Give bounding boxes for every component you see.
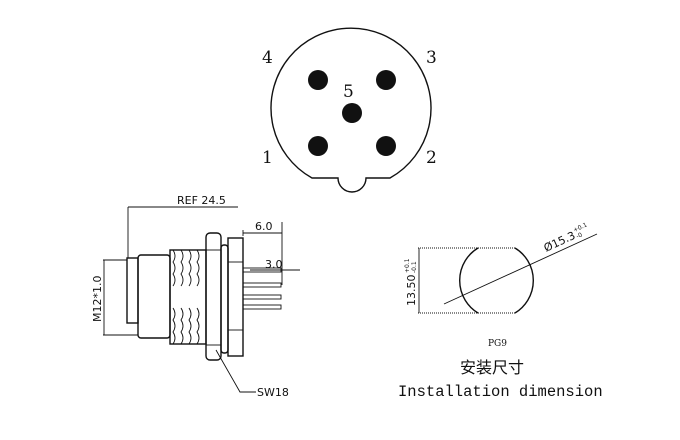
- pins: [242, 267, 282, 310]
- pin-1: [308, 136, 328, 156]
- washer: [220, 244, 229, 354]
- size-label: PG9: [488, 339, 507, 349]
- pin-4: [308, 70, 328, 90]
- side-view: REF 24.5 6.0 3.0 M12*1.0 SW18: [91, 194, 300, 399]
- pin-length-outer-label: 6.0: [255, 220, 273, 233]
- hex-nut: [205, 232, 222, 361]
- flat-width-label: 13.50: [405, 275, 418, 307]
- rear-cap: [126, 257, 139, 324]
- pin-label-2: 2: [426, 148, 437, 168]
- diameter-line: [443, 233, 598, 305]
- panel-cutout: Ø15.3 +0.1 -0 13.50 +0.1 -0.1 PG9 安装尺寸 I…: [398, 221, 603, 401]
- pin-2: [376, 136, 396, 156]
- title-cn: 安装尺寸: [460, 358, 524, 377]
- thread: [169, 249, 207, 345]
- wrench-size-label: SW18: [257, 386, 289, 399]
- pin-label-4: 4: [262, 48, 273, 68]
- diameter-tol-lower: -0: [575, 231, 584, 240]
- pin-3: [376, 70, 396, 90]
- flat-tol-lower: -0.1: [411, 261, 418, 273]
- sw-leader: [215, 349, 256, 393]
- connector-face-outline: [270, 27, 432, 193]
- body: [137, 254, 171, 339]
- pin-length-inner-label: 3.0: [265, 258, 283, 271]
- pin-label-1: 1: [262, 148, 273, 168]
- front-view: 1 2 3 4 5: [262, 27, 437, 193]
- pin-5: [342, 103, 362, 123]
- title-en: Installation dimension: [398, 383, 603, 401]
- pin-label-3: 3: [426, 48, 437, 68]
- thread-label: M12*1.0: [91, 276, 104, 322]
- flat-tol-upper: +0.1: [404, 258, 411, 273]
- cutout-shape: [458, 247, 535, 314]
- flange: [227, 237, 244, 357]
- ref-length-label: REF 24.5: [177, 194, 226, 207]
- pin-label-5: 5: [343, 82, 354, 102]
